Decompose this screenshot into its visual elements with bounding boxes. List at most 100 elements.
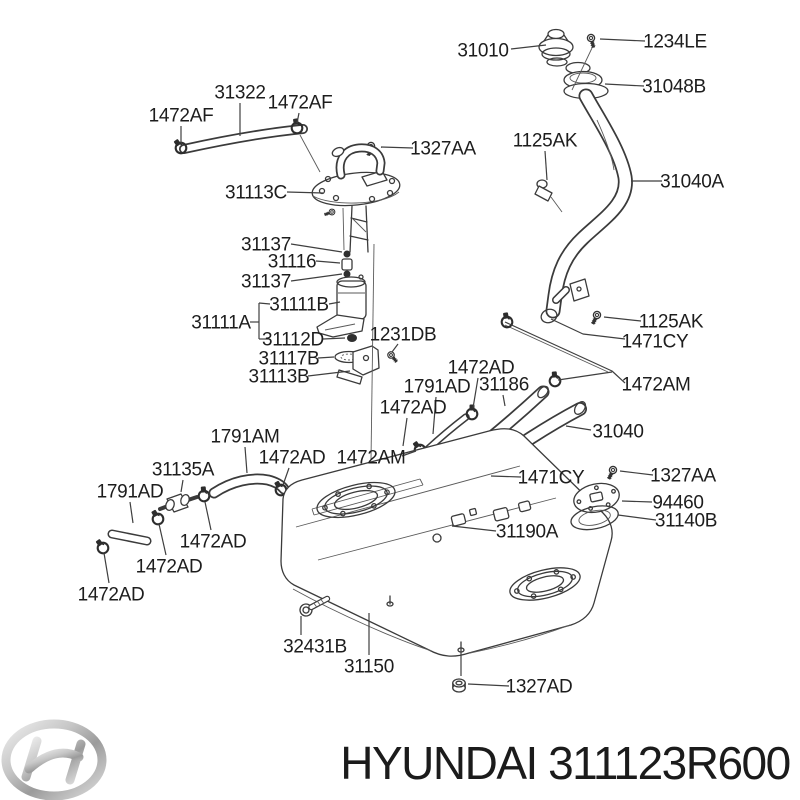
bolt-1327aa-bottom bbox=[604, 463, 620, 483]
leader-line-1471cy bbox=[550, 318, 626, 340]
leader-line-1327aa bbox=[619, 470, 654, 476]
leader-line-94460 bbox=[621, 500, 653, 503]
leader-line-31113c bbox=[286, 191, 324, 194]
screw-32431b bbox=[299, 595, 331, 617]
leader-line-31137 bbox=[290, 273, 343, 282]
leader-line-1472am bbox=[557, 371, 613, 381]
part-label-1327aa-36: 1327AA bbox=[650, 466, 716, 487]
leader-line-1472ad bbox=[103, 552, 110, 584]
part-label-1791ad-20: 1791AD bbox=[404, 377, 471, 398]
part-label-31010-0: 31010 bbox=[457, 41, 508, 62]
part-label-31140b-38: 31140B bbox=[655, 511, 717, 532]
part-label-1327ad-42: 1327AD bbox=[506, 677, 573, 698]
part-label-31190a-39: 31190A bbox=[496, 522, 559, 543]
leader-line-31111b bbox=[328, 301, 341, 305]
leader-line-1125ak bbox=[544, 150, 548, 181]
leader-line-1791am bbox=[244, 446, 248, 474]
part-number: 311123R600 bbox=[548, 737, 791, 789]
leader-line-1471cy bbox=[490, 475, 522, 478]
part-label-31113b-18: 31113B bbox=[249, 367, 310, 388]
leader-line-31137 bbox=[290, 243, 343, 253]
leader-line-1327aa bbox=[380, 146, 414, 149]
part-label-1472ad-32: 1472AD bbox=[180, 532, 247, 553]
leader-line-31112d bbox=[322, 337, 346, 340]
leader-line-31117b bbox=[317, 356, 335, 359]
leader-line-1472am bbox=[504, 321, 626, 384]
part-label-1472ad-19: 1472AD bbox=[448, 358, 515, 379]
part-label-32431b-40: 32431B bbox=[283, 637, 347, 658]
part-label-1125ak-24: 1125AK bbox=[639, 312, 704, 333]
part-label-1472am-22: 1472AM bbox=[622, 375, 691, 396]
leader-line-31116 bbox=[315, 260, 341, 264]
part-label-31111a-14: 31111A bbox=[191, 313, 251, 334]
fuel-sender-art bbox=[570, 482, 620, 531]
leader-line-1472ad bbox=[402, 417, 408, 447]
part-label-31048b-2: 31048B bbox=[642, 77, 706, 98]
part-label-1327aa-5: 1327AA bbox=[410, 139, 476, 160]
leader-line-31113b bbox=[307, 370, 351, 377]
part-label-1472af-6: 1472AF bbox=[149, 106, 214, 127]
leader-line-1327ad bbox=[467, 683, 510, 687]
leader-line-31135a bbox=[180, 479, 184, 493]
leader-line-1125ak bbox=[603, 316, 642, 322]
left-hose-cluster-art bbox=[94, 473, 290, 556]
part-label-31322-7: 31322 bbox=[214, 83, 265, 104]
leader-line-1231db bbox=[391, 343, 399, 353]
part-label-1471cy-25: 1471CY bbox=[622, 332, 689, 353]
leader-line-31010 bbox=[510, 44, 547, 50]
part-label-1472ad-33: 1472AD bbox=[136, 557, 203, 578]
part-label-1791am-27: 1791AM bbox=[211, 427, 280, 448]
leader-line-31048b bbox=[604, 83, 645, 87]
leader-line-1234le bbox=[599, 38, 646, 42]
bolt-1125ak-right bbox=[588, 308, 604, 328]
part-label-1231db-16: 1231DB bbox=[370, 325, 437, 346]
leader-line-1791ad bbox=[432, 396, 437, 435]
leader-line-1472ad bbox=[158, 523, 167, 556]
part-label-31117b-17: 31117B bbox=[259, 349, 320, 370]
part-label-31111b-13: 31111B bbox=[269, 295, 328, 316]
pump-module-art bbox=[311, 143, 401, 461]
leader-line-1472ad bbox=[472, 377, 479, 409]
leader-line-31186 bbox=[502, 394, 506, 407]
leader-line-1791ad bbox=[129, 501, 134, 524]
nut-1327ad bbox=[452, 678, 466, 693]
filler-pipe-art bbox=[545, 88, 633, 319]
bolt-1234le bbox=[585, 32, 599, 51]
part-label-31186-21: 31186 bbox=[479, 375, 529, 396]
part-label-94460-37: 94460 bbox=[652, 493, 703, 514]
part-label-1791ad-31: 1791AD bbox=[97, 482, 164, 503]
part-label-1472ad-34: 1472AD bbox=[78, 585, 145, 606]
part-label-31137-10: 31137 bbox=[241, 235, 291, 256]
part-label-31112d-15: 31112D bbox=[262, 330, 324, 351]
part-label-31040a-4: 31040A bbox=[660, 172, 724, 193]
bolt-1231db bbox=[385, 349, 401, 366]
part-label-1472af-8: 1472AF bbox=[268, 93, 333, 114]
part-label-1472am-29: 1472AM bbox=[337, 448, 406, 469]
pipe-connector-art bbox=[499, 278, 609, 373]
fuel-cap-art bbox=[538, 28, 574, 67]
hyundai-logo bbox=[1, 719, 107, 800]
part-label-31150-41: 31150 bbox=[344, 657, 394, 678]
brand-name: HYUNDAI bbox=[340, 737, 538, 789]
part-label-1125ak-3: 1125AK bbox=[513, 131, 578, 152]
part-label-1472ad-28: 1472AD bbox=[259, 448, 326, 469]
leader-line-31140b bbox=[617, 514, 657, 521]
leader-line-1472ad bbox=[204, 501, 212, 531]
assembly-line bbox=[571, 47, 593, 91]
part-label-1472ad-23: 1472AD bbox=[380, 398, 447, 419]
valve-1125ak-art bbox=[534, 179, 563, 213]
leader-line-1472af bbox=[296, 112, 300, 124]
footer-part-title: HYUNDAI 311123R600 bbox=[315, 736, 800, 790]
part-label-31113c-9: 31113C bbox=[225, 183, 287, 204]
part-label-31116-11: 31116 bbox=[268, 252, 317, 273]
hose-31322-art bbox=[172, 116, 321, 173]
part-label-31135a-30: 31135A bbox=[152, 460, 215, 481]
part-label-31040-26: 31040 bbox=[592, 422, 643, 443]
leader-line-1472ad bbox=[282, 467, 290, 486]
part-label-31137-12: 31137 bbox=[241, 272, 291, 293]
fuel-tank-art bbox=[280, 428, 613, 657]
leader-line-1472am bbox=[401, 450, 417, 457]
